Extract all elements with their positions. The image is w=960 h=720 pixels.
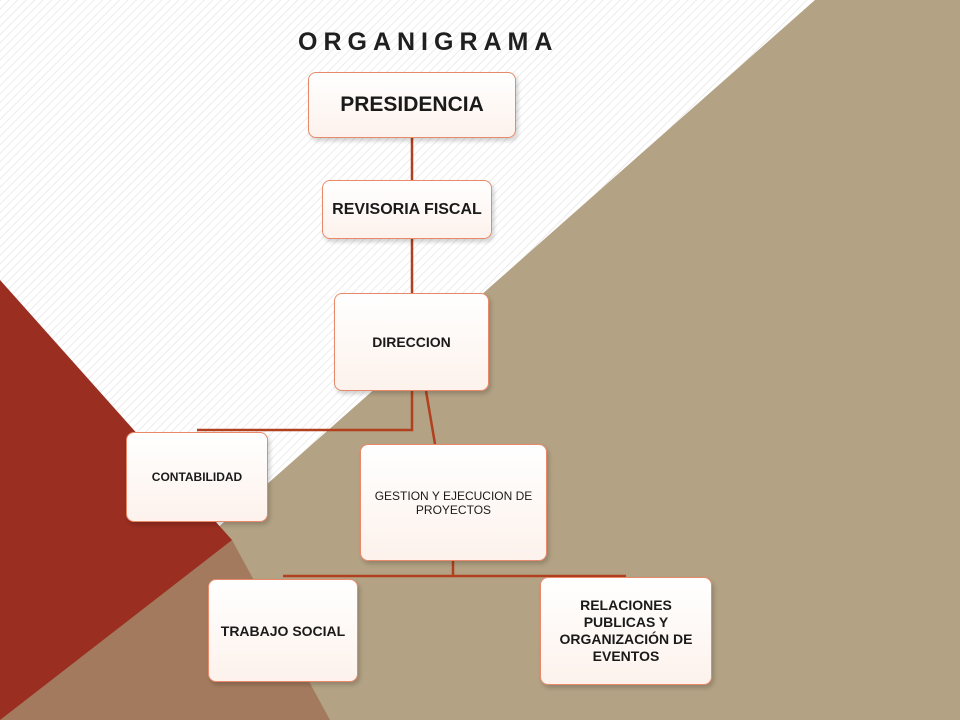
connector-direccion-contabilidad <box>197 391 414 432</box>
node-relaciones-publicas-label: RELACIONES PUBLICAS Y ORGANIZACIÓN DE EV… <box>559 597 693 664</box>
node-direccion: DIRECCION <box>334 293 489 391</box>
node-presidencia-label: PRESIDENCIA <box>340 93 484 116</box>
page-title: ORGANIGRAMA <box>298 28 559 56</box>
node-revisoria-fiscal-label: REVISORIA FISCAL <box>332 200 482 218</box>
node-direccion-label: DIRECCION <box>372 334 451 350</box>
connector-gestion-children <box>283 561 455 578</box>
node-gestion-proyectos-label: GESTION Y EJECUCION DE PROYECTOS <box>374 488 533 517</box>
node-contabilidad: CONTABILIDAD <box>126 432 268 522</box>
node-presidencia: PRESIDENCIA <box>308 72 516 138</box>
node-trabajo-social: TRABAJO SOCIAL <box>208 579 358 682</box>
node-trabajo-social-label: TRABAJO SOCIAL <box>220 622 346 639</box>
connector-direccion-gestion <box>424 390 437 445</box>
node-gestion-proyectos: GESTION Y EJECUCION DE PROYECTOS <box>360 444 547 561</box>
node-contabilidad-label: CONTABILIDAD <box>151 470 243 484</box>
node-relaciones-publicas: RELACIONES PUBLICAS Y ORGANIZACIÓN DE EV… <box>540 577 712 685</box>
node-revisoria-fiscal: REVISORIA FISCAL <box>322 180 492 239</box>
